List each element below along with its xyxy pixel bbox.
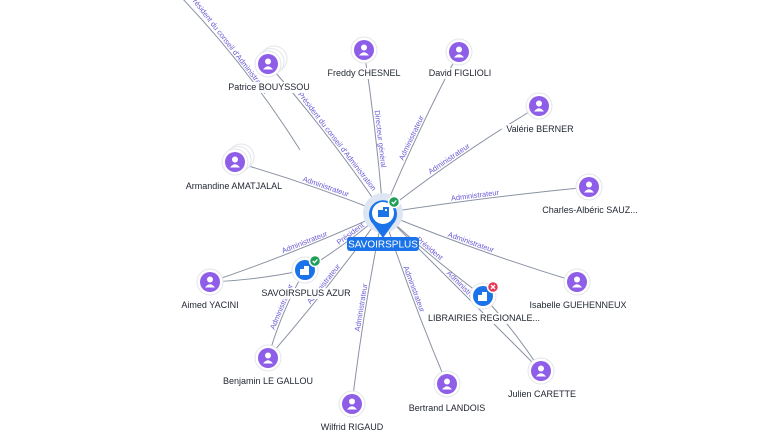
edge-charles-alberic-sauz	[382, 186, 590, 214]
edge-david-figlioli-label: Administrateur	[397, 114, 426, 162]
company-name-librairies-regionale: LIBRAIRIES REGIONALE...	[428, 313, 540, 323]
person-name-valerie-berner-bg	[501, 124, 579, 135]
person-name-freddy-chesnel-bg	[325, 68, 403, 79]
person-node-patrice-bouyssou[interactable]: Patrice BOUYSSOU	[225, 45, 313, 93]
person-name-aimed-yacini-bg	[176, 300, 244, 311]
person-node-julien-carette[interactable]: Julien CARETTE	[503, 357, 581, 400]
check-icon	[391, 199, 397, 205]
edge-benjamin-le-gallou	[267, 212, 384, 359]
person-name-wilfrid-rigaud: Wilfrid RIGAUD	[321, 422, 384, 432]
edge-bertrand-landois-label: Administrateur	[401, 265, 427, 314]
person-name-bertrand-landois-bg	[403, 403, 491, 414]
person-node-valerie-berner[interactable]: Valérie BERNER	[501, 92, 579, 135]
nodes-layer: Patrice BOUYSSOU Freddy CHESNEL David FIGL…	[176, 36, 651, 432]
person-name-patrice-bouyssou: Patrice BOUYSSOU	[228, 82, 310, 92]
person-icon	[263, 352, 273, 364]
person-icon	[534, 100, 544, 112]
edge-bertrand-landois	[382, 212, 448, 385]
person-name-isabelle-guehenneux: Isabelle GUEHENNEUX	[529, 300, 626, 310]
person-name-david-figlioli: David FIGLIOLI	[429, 68, 492, 78]
person-icon	[572, 276, 582, 288]
person-name-david-figlioli-bg	[421, 68, 499, 79]
edge-armandine-amatjalal-label: Administrateur	[302, 174, 351, 198]
edge-president-offscreen	[183, 0, 301, 151]
person-icon	[347, 398, 357, 410]
company-name-librairies-regionale-bg	[423, 313, 545, 324]
company-name-savoirsplus-azur-bg	[262, 288, 350, 299]
edge-freddy-chesnel-label: Directeur général	[373, 110, 389, 169]
person-icon	[442, 378, 452, 390]
center-label: SAVOIRSPLUS	[348, 240, 418, 251]
person-node-david-figlioli[interactable]: David FIGLIOLI	[421, 38, 499, 79]
edge-patrice-bouyssou	[267, 63, 384, 214]
person-name-bertrand-landois: Bertrand LANDOIS	[409, 403, 486, 413]
person-node-benjamin-le-gallou[interactable]: Benjamin LE GALLOU	[219, 344, 317, 387]
person-name-julien-carette: Julien CARETTE	[508, 389, 576, 399]
person-name-julien-carette-bg	[503, 389, 581, 400]
person-name-isabelle-guehenneux-bg	[527, 300, 629, 311]
person-name-aimed-yacini: Aimed YACINI	[181, 300, 238, 310]
person-icon	[454, 46, 464, 58]
person-icon	[230, 156, 240, 168]
edge-valerie-berner	[382, 105, 540, 214]
edge-aimed-yacini-label: Administrateur	[280, 229, 329, 255]
person-name-valerie-berner: Valérie BERNER	[506, 124, 574, 134]
person-name-patrice-bouyssou-bg	[225, 82, 313, 93]
center-label-pill	[347, 237, 419, 251]
person-name-benjamin-le-gallou: Benjamin LE GALLOU	[223, 376, 313, 386]
person-node-bertrand-landois[interactable]: Bertrand LANDOIS	[403, 370, 491, 414]
person-icon	[205, 276, 215, 288]
person-name-armandine-amatjalal: Armandine AMATJALAL	[186, 181, 282, 191]
center-node[interactable]: SAVOIRSPLUS	[347, 193, 419, 251]
person-icon	[584, 181, 594, 193]
edge-wilfrid-rigaud	[351, 212, 384, 405]
check-icon	[312, 258, 318, 264]
person-name-armandine-amatjalal-bg	[183, 181, 285, 192]
person-icon	[263, 58, 273, 70]
person-icon	[536, 365, 546, 377]
person-name-benjamin-le-gallou-bg	[219, 376, 317, 387]
building-icon	[378, 207, 389, 217]
company-status-badge	[308, 254, 322, 268]
person-icon	[359, 44, 369, 56]
company-node-librairies-regionale[interactable]: LIBRAIRIES REGIONALE...	[423, 280, 545, 325]
company-node-savoirsplus-azur[interactable]: SAVOIRSPLUS AZUR	[261, 254, 351, 300]
edge-wilfrid-rigaud-label: Administrateur	[353, 282, 370, 332]
person-name-charles-alberic-sauz-bg	[529, 205, 651, 216]
company-name-savoirsplus-azur: SAVOIRSPLUS AZUR	[261, 288, 351, 298]
person-name-charles-alberic-sauz: Charles-Albéric SAUZ...	[542, 205, 638, 215]
close-icon	[490, 284, 496, 290]
edge-azur-yacini	[209, 269, 306, 283]
edge-isabelle-guehenneux-label: Administrateur	[447, 230, 496, 255]
center-status-badge	[387, 195, 401, 209]
person-node-wilfrid-rigaud[interactable]: Wilfrid RIGAUD	[313, 390, 391, 432]
person-name-wilfrid-rigaud-bg	[313, 422, 391, 432]
building-icon	[478, 292, 487, 301]
edge-aimed-yacini	[209, 212, 384, 283]
person-node-aimed-yacini[interactable]: Aimed YACINI	[176, 268, 244, 311]
edge-valerie-berner-label: Administrateur	[426, 141, 471, 176]
person-node-armandine-amatjalal[interactable]: Armandine AMATJALAL	[183, 143, 285, 192]
edge-isabelle-guehenneux	[382, 212, 578, 283]
edge-julien-carette	[382, 212, 542, 372]
building-icon	[300, 266, 309, 275]
person-node-charles-alberic-sauz[interactable]: Charles-Albéric SAUZ...	[529, 173, 651, 216]
person-name-freddy-chesnel: Freddy CHESNEL	[327, 68, 400, 78]
person-node-freddy-chesnel[interactable]: Freddy CHESNEL	[325, 36, 403, 79]
edge-charles-alberic-sauz-label: Administrateur	[450, 188, 500, 203]
person-node-isabelle-guehenneux[interactable]: Isabelle GUEHENNEUX	[527, 268, 629, 311]
